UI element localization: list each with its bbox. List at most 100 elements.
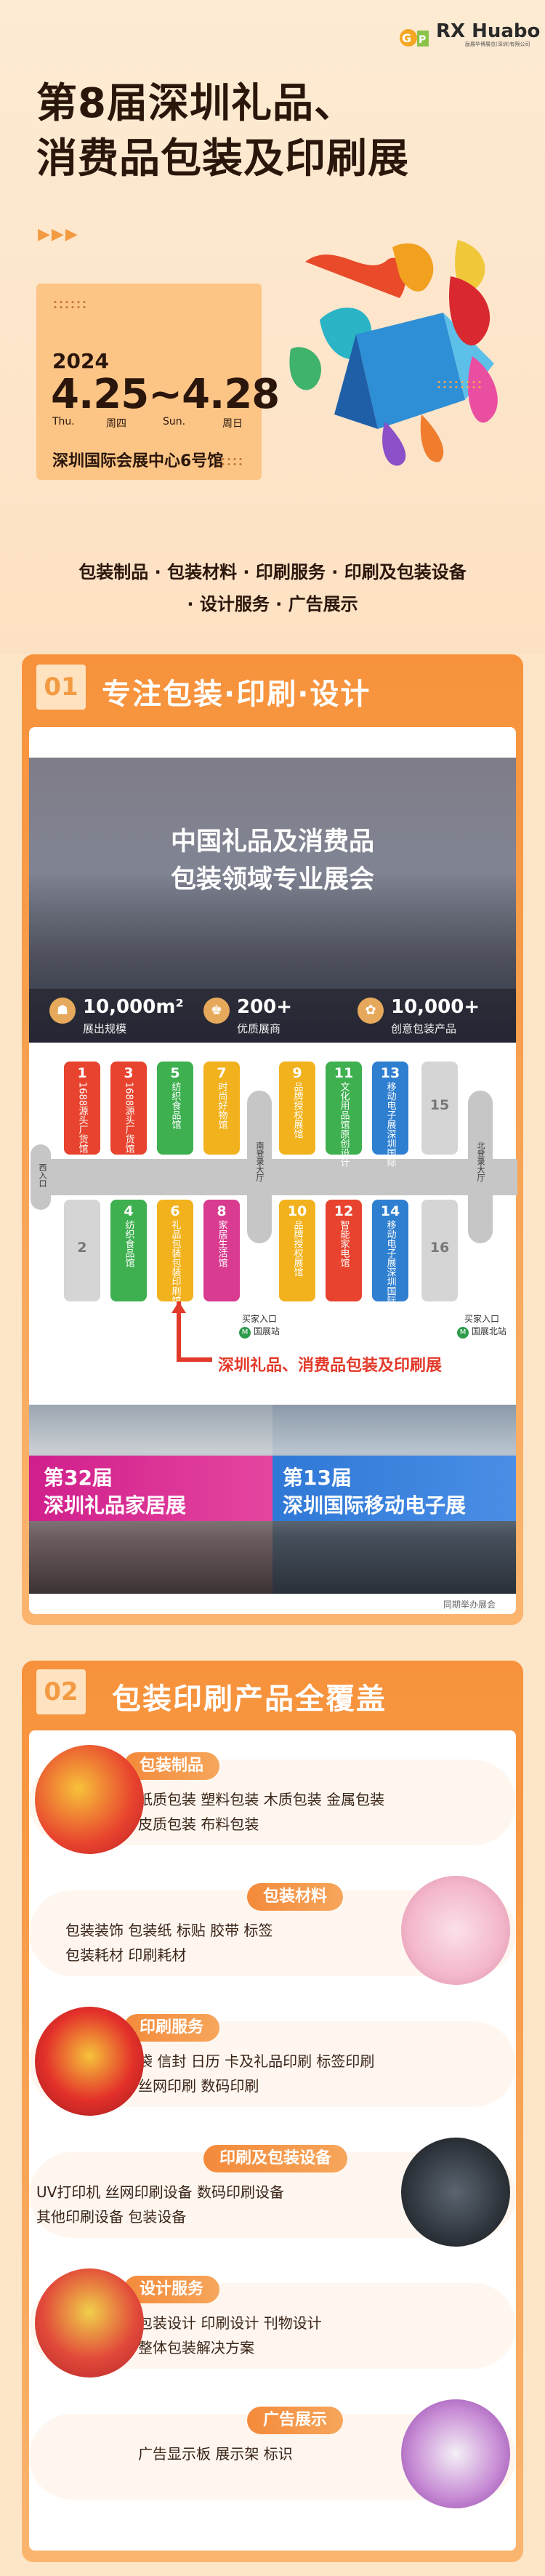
product-category-tag: 广告展示 bbox=[247, 2407, 344, 2434]
concurrent-show-photo-right: 第13届 深圳国际移动电子展 bbox=[272, 1405, 516, 1594]
hall-number: 10 bbox=[287, 1203, 307, 1219]
station-label: 国展站 bbox=[253, 1326, 280, 1336]
product-items: 包装设计 印刷设计 刊物设计整体包装解决方案 bbox=[138, 2311, 322, 2360]
north-lobby-label: 北登录大厅 bbox=[476, 1141, 485, 1181]
dots-decoration bbox=[436, 380, 484, 390]
hall-name: 移动电子展深圳国际 bbox=[384, 1220, 396, 1305]
product-items-line: 包装装饰 包装纸 标贴 胶带 标签 bbox=[65, 1922, 273, 1939]
event-date-range: 4.25~4.28 bbox=[51, 371, 280, 418]
event-year: 2024 bbox=[52, 349, 109, 373]
stat-label: 展出规模 bbox=[83, 1022, 127, 1035]
section-number: 01 bbox=[44, 673, 78, 702]
product-photo bbox=[401, 2138, 510, 2247]
hall-number: 7 bbox=[217, 1065, 227, 1081]
paint-splash-art bbox=[289, 240, 498, 466]
hall-2: 2 bbox=[64, 1200, 100, 1301]
exit-label: 买家入口 bbox=[464, 1314, 499, 1324]
product-category-tag: 包装材料 bbox=[247, 1883, 344, 1911]
hall-number: 12 bbox=[334, 1203, 354, 1219]
section-title: 包装印刷产品全覆盖 bbox=[112, 1682, 387, 1716]
floor-plan-corridor bbox=[38, 1159, 517, 1195]
hall-name: 1688源头厂货馆 bbox=[76, 1082, 88, 1154]
product-category-tag: 包装制品 bbox=[124, 1752, 220, 1780]
hall-number: 16 bbox=[429, 1240, 450, 1256]
north-lobby bbox=[468, 1091, 493, 1243]
stat-products: 10,000+ 创意包装产品 bbox=[391, 996, 480, 1036]
product-items-line: 广告显示板 展示架 标识 bbox=[138, 2445, 293, 2463]
hall-number: 14 bbox=[380, 1203, 400, 1219]
stat-exhibitors: 200+ 优质展商 bbox=[237, 996, 292, 1036]
category-list: 包装制品 · 包装材料 · 印刷服务 · 印刷及包装设备 · 设计服务 · 广告… bbox=[0, 556, 545, 620]
show-name: 深圳国际移动电子展 bbox=[283, 1493, 467, 1517]
concurrent-show-photo-left: 第32届 深圳礼品家居展 bbox=[29, 1405, 272, 1594]
stat-value: 10,000+ bbox=[391, 996, 480, 1018]
hall-number: 15 bbox=[429, 1097, 450, 1113]
product-items-line: 包装耗材 印刷耗材 bbox=[65, 1946, 187, 1964]
hall-name: 纺织食品馆 bbox=[123, 1220, 134, 1267]
hall-number: 13 bbox=[380, 1065, 400, 1081]
rx-huabo-logo: RX Huabo bbox=[436, 20, 541, 42]
hall-name: 1688源头厂货馆 bbox=[123, 1082, 134, 1154]
product-items-line: 袋 信封 日历 卡及礼品印刷 标签印刷 bbox=[138, 2053, 375, 2070]
product-category-tag: 印刷服务 bbox=[124, 2014, 220, 2042]
hall-name: 礼品包装包装印刷馆 bbox=[169, 1220, 181, 1305]
hall-number: 2 bbox=[77, 1240, 87, 1256]
pointer-arrow-icon bbox=[171, 1301, 212, 1362]
exhibitors-icon: ♚ bbox=[203, 998, 230, 1024]
metro-icon: M bbox=[239, 1327, 251, 1339]
dots-decoration bbox=[52, 300, 89, 310]
section-number: 02 bbox=[44, 1677, 78, 1706]
section-number-badge: 01 bbox=[36, 665, 86, 710]
product-photo bbox=[35, 2007, 144, 2116]
show-edition: 第32届 bbox=[44, 1466, 113, 1490]
plan-caption: 深圳礼品、消费品包装及印刷展 bbox=[218, 1357, 443, 1375]
buyer-entrance-east: 买家入口 M 国展北站 bbox=[449, 1312, 514, 1339]
stat-value: 10,000m² bbox=[83, 996, 184, 1018]
venue-name: 深圳国际会展中心6号馆 bbox=[52, 452, 224, 470]
product-category-tag: 设计服务 bbox=[124, 2276, 220, 2303]
hall-name: 家居生活馆 bbox=[216, 1220, 227, 1267]
banner-text: 中国礼品及消费品 包装领域专业展会 bbox=[29, 823, 516, 899]
svg-text:G: G bbox=[402, 31, 411, 45]
show-banner-magenta bbox=[29, 1456, 272, 1521]
show-left-text: 第32届 深圳礼品家居展 bbox=[44, 1464, 186, 1520]
date-card bbox=[36, 284, 262, 480]
gift-icon: ✿ bbox=[358, 998, 384, 1024]
dots-decoration bbox=[214, 457, 245, 467]
product-items-line: 纸质包装 塑料包装 木质包装 金属包装 bbox=[138, 1791, 385, 1808]
product-items: 包装装饰 包装纸 标贴 胶带 标签包装耗材 印刷耗材 bbox=[65, 1918, 272, 1967]
logo-subtitle: 励展华博展览(深圳)有限公司 bbox=[465, 41, 530, 47]
svg-text:P: P bbox=[419, 34, 426, 46]
product-items-line: 其他印刷设备 包装设备 bbox=[36, 2208, 187, 2226]
stat-label: 优质展商 bbox=[237, 1022, 281, 1035]
hall-number: 4 bbox=[124, 1203, 134, 1219]
stat-area: 10,000m² 展出规模 bbox=[83, 996, 184, 1036]
hall-name: 品牌授权展馆 bbox=[291, 1220, 303, 1277]
hall-name: 时尚好物馆 bbox=[216, 1082, 227, 1129]
metro-icon: M bbox=[457, 1327, 469, 1339]
day-sun-en: Sun. bbox=[163, 416, 186, 428]
product-items-line: 丝网印刷 数码印刷 bbox=[138, 2077, 259, 2095]
hall-number: 6 bbox=[170, 1203, 180, 1219]
day-thu-en: Thu. bbox=[52, 416, 75, 428]
stat-label: 创意包装产品 bbox=[391, 1022, 457, 1035]
product-items: 纸质包装 塑料包装 木质包装 金属包装皮质包装 布料包装 bbox=[138, 1787, 384, 1837]
exhibition-photo: 中国礼品及消费品 包装领域专业展会 ☗ 10,000m² 展出规模 ♚ 200+… bbox=[29, 758, 516, 1043]
hall-name: 文化用品馆原创设计 bbox=[338, 1082, 350, 1167]
hall-16: 16 bbox=[421, 1200, 458, 1301]
product-items-line: 整体包装解决方案 bbox=[138, 2339, 254, 2356]
banner-line-1: 中国礼品及消费品 bbox=[170, 827, 374, 856]
product-items-line: UV打印机 丝网印刷设备 数码印刷设备 bbox=[36, 2183, 285, 2201]
product-photo bbox=[401, 1876, 510, 1985]
show-right-text: 第13届 深圳国际移动电子展 bbox=[283, 1464, 466, 1520]
product-items-line: 包装设计 印刷设计 刊物设计 bbox=[138, 2314, 322, 2332]
hall-number: 3 bbox=[124, 1065, 134, 1081]
